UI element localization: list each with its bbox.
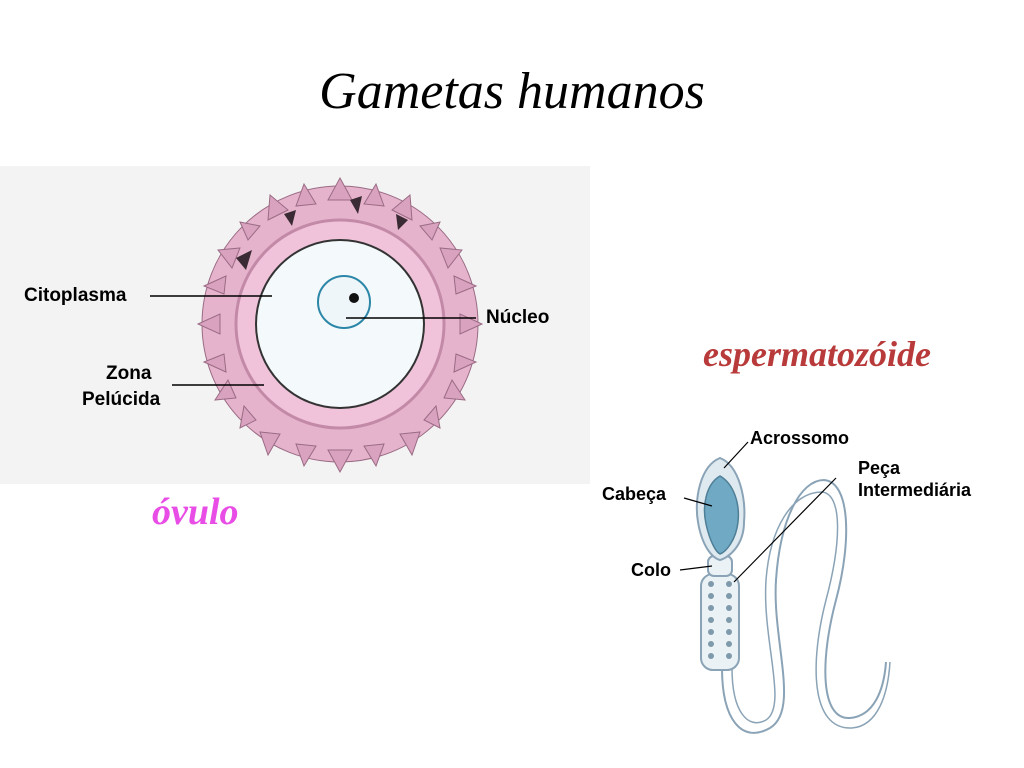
page-title: Gametas humanos [319, 63, 705, 120]
nucleus-circle [317, 275, 371, 329]
caption-espermatozoide: espermatozóide [703, 334, 931, 374]
acrossomo-leader [723, 441, 749, 469]
caption-ovulo: óvulo [152, 491, 239, 533]
label-zona-line1: Zona [106, 363, 152, 384]
sperm-tail-outer [721, 478, 887, 734]
ovum-illustration [150, 176, 484, 474]
sperm-head [703, 475, 740, 555]
cabeca-leader [683, 497, 713, 507]
sperm-illustration [679, 441, 891, 734]
mitochondria-beads [708, 581, 732, 659]
label-zona-line2: Pelúcida [82, 389, 161, 410]
peca-leader [733, 477, 837, 583]
sperm-tail-inner [731, 491, 891, 729]
label-colo: Colo [631, 560, 671, 580]
label-cabeca: Cabeça [602, 484, 667, 504]
label-acrossomo: Acrossomo [750, 428, 850, 448]
colo-leader [679, 565, 713, 571]
label-citoplasma: Citoplasma [24, 285, 127, 306]
label-nucleo: Núcleo [486, 307, 550, 328]
sperm-midpiece [700, 573, 740, 671]
label-peca-line1: Peça [858, 458, 901, 478]
nucleolus-dot [349, 293, 359, 303]
label-peca-line2: Intermediária [858, 480, 972, 500]
